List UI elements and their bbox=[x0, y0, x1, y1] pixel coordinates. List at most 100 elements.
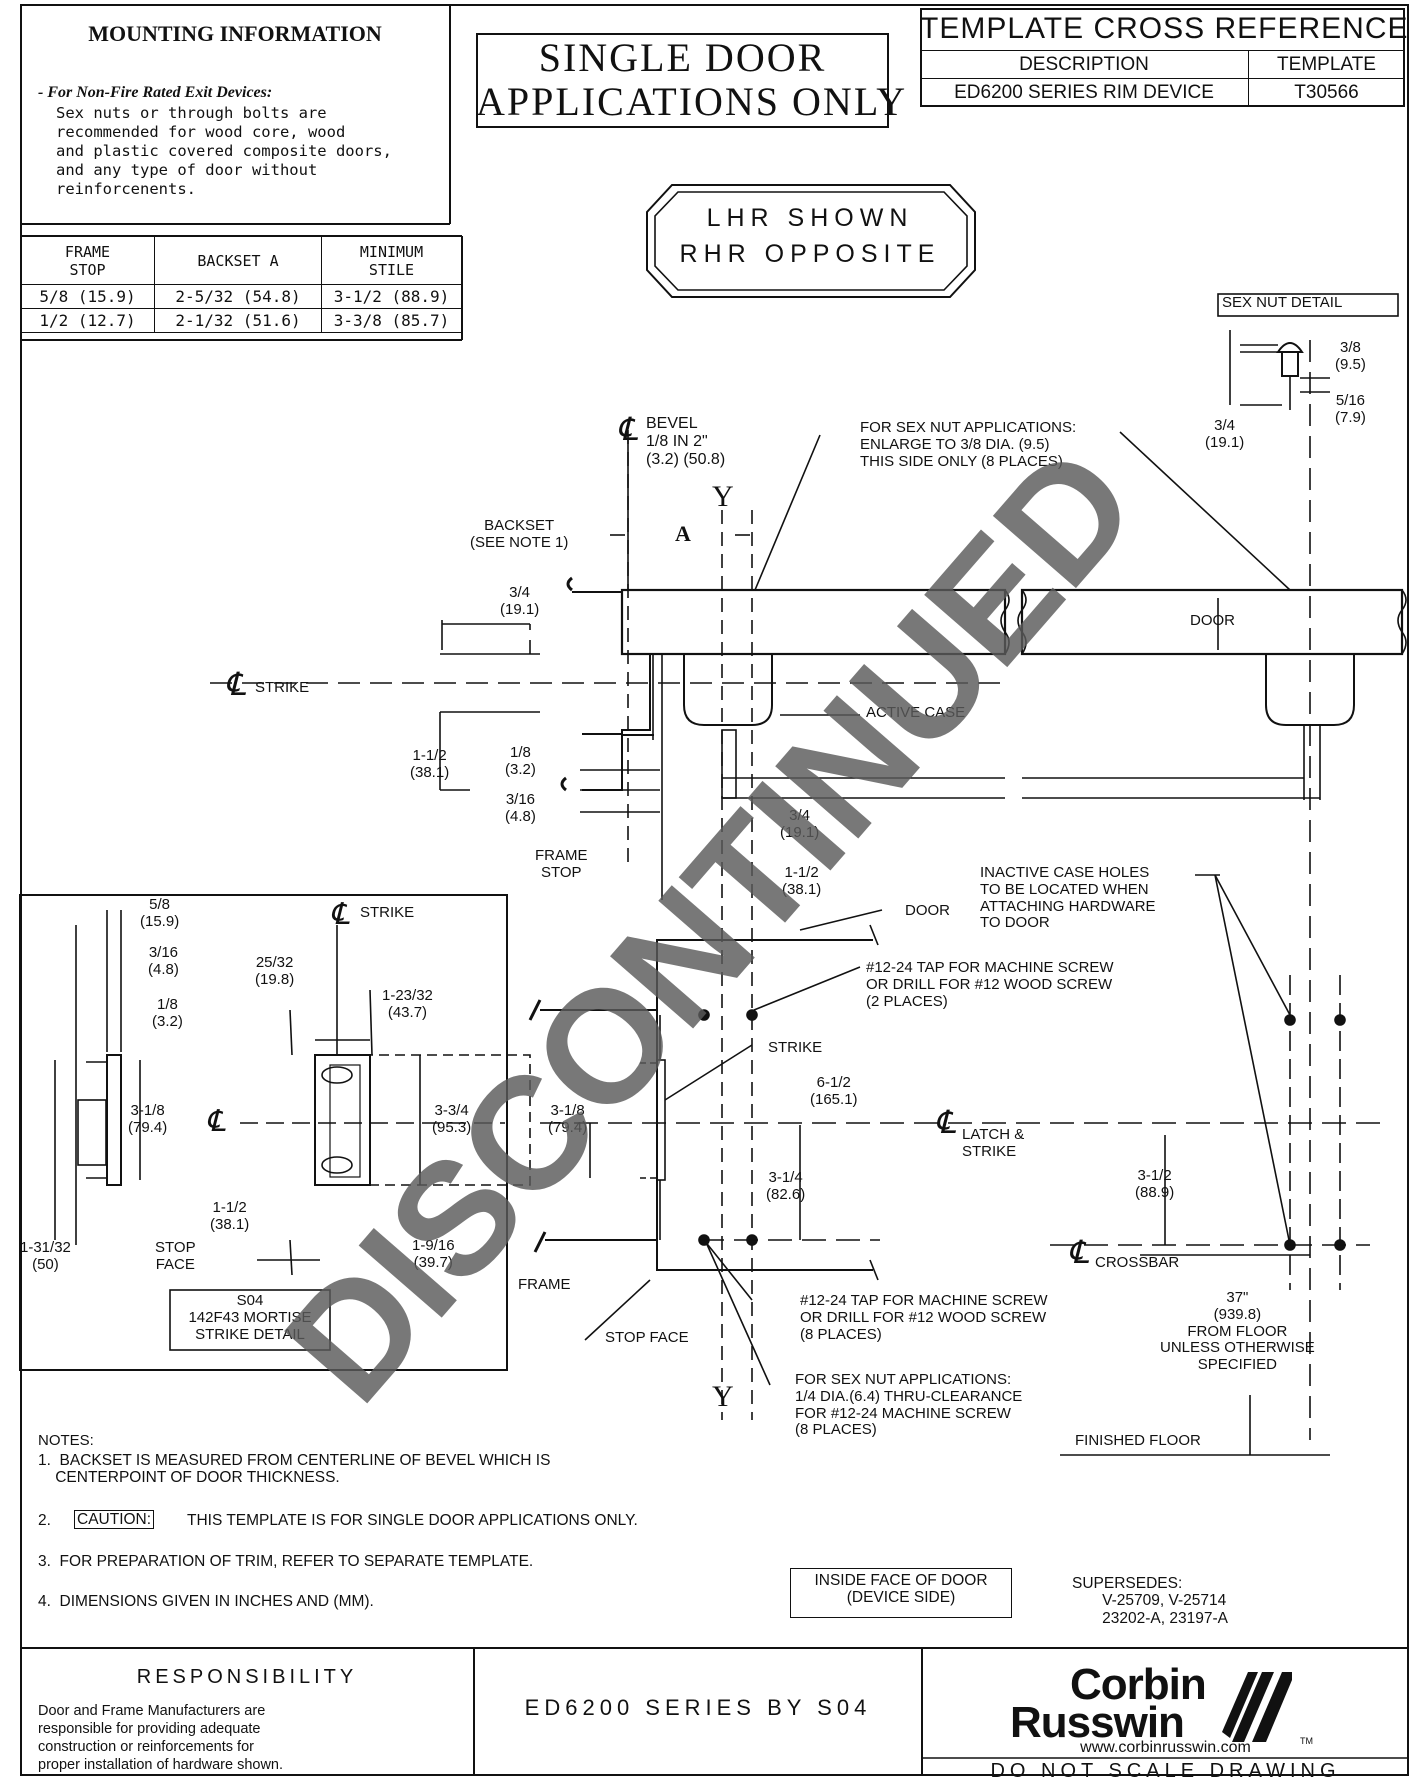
dim-312: 3-1/2 (88.9) bbox=[1135, 1167, 1175, 1201]
series-label: ED6200 SERIES BY S04 bbox=[524, 1695, 872, 1720]
sexnut-clearance-note: FOR SEX NUT APPLICATIONS: 1/4 DIA.(6.4) … bbox=[795, 1371, 1023, 1439]
centerline-bevel-icon: ℄ bbox=[617, 411, 638, 447]
frame-table-header: FRAME STOP bbox=[20, 236, 155, 285]
hand-line1: LHR SHOWN bbox=[706, 204, 914, 232]
dim-34-mid: 3/4 (19.1) bbox=[780, 807, 820, 841]
dim-18-top: 1/8 (3.2) bbox=[505, 744, 536, 778]
sd-dim-12332: 1-23/32 (43.7) bbox=[382, 987, 433, 1021]
backset-a-label: A bbox=[675, 521, 691, 546]
inactive-case-note: INACTIVE CASE HOLES TO BE LOCATED WHEN A… bbox=[980, 864, 1156, 932]
single-door-line1: SINGLE DOOR bbox=[538, 35, 827, 80]
dim-314: 3-1/4 (82.6) bbox=[766, 1169, 806, 1203]
cross-ref-header-template: TEMPLATE bbox=[1277, 54, 1376, 75]
dim-112-mid: 1-1/2 (38.1) bbox=[782, 864, 822, 898]
inside-face-label: INSIDE FACE OF DOOR (DEVICE SIDE) bbox=[814, 1572, 988, 1607]
dim-612: 6-1/2 (165.1) bbox=[810, 1074, 858, 1108]
backset-label: BACKSET (SEE NOTE 1) bbox=[470, 517, 569, 551]
sd-dim-18: 1/8 (3.2) bbox=[152, 996, 183, 1030]
sd-stop-face: STOP FACE bbox=[155, 1239, 196, 1273]
crossbar-label: CROSSBAR bbox=[1095, 1254, 1180, 1271]
inside-face-box bbox=[790, 1568, 1012, 1618]
note-3: 3. FOR PREPARATION OF TRIM, REFER TO SEP… bbox=[38, 1553, 534, 1570]
responsibility-body: Door and Frame Manufacturers are respons… bbox=[38, 1703, 284, 1773]
sd-dim-13132: 1-31/32 (50) bbox=[20, 1239, 71, 1273]
single-door-box bbox=[476, 33, 889, 128]
mounting-body-line: and plastic covered composite doors, bbox=[56, 142, 392, 160]
frame-table-cell: 2-1/32 (51.6) bbox=[154, 308, 322, 333]
y-label-bottom: Y bbox=[712, 1380, 734, 1413]
active-case-label: ACTIVE CASE bbox=[866, 704, 966, 721]
cross-ref-header-desc: DESCRIPTION bbox=[1019, 54, 1149, 75]
frame-table-header: MINIMUM STILE bbox=[321, 236, 462, 285]
cross-ref-desc: ED6200 SERIES RIM DEVICE bbox=[954, 82, 1214, 103]
mounting-lead: - For Non-Fire Rated Exit Devices: bbox=[38, 84, 273, 101]
sd-strike-label: STRIKE bbox=[360, 904, 415, 921]
divider bbox=[920, 50, 1405, 51]
mounting-body-line: reinforcenents. bbox=[56, 180, 196, 198]
frame-table-cell: 2-5/32 (54.8) bbox=[154, 284, 322, 309]
divider bbox=[920, 78, 1405, 79]
sex-nut-dim-516: 5/16 (7.9) bbox=[1335, 392, 1366, 426]
sex-nut-detail-title: SEX NUT DETAIL bbox=[1222, 294, 1343, 311]
centerline-crossbar-icon: ℄ bbox=[1068, 1234, 1089, 1270]
sd-dim-334: 3-3/4 (95.3) bbox=[432, 1102, 472, 1136]
sd-centerline-strike-icon: ℄ bbox=[330, 898, 350, 931]
dim-34-top: 3/4 (19.1) bbox=[500, 584, 540, 618]
responsibility-title: RESPONSIBILITY bbox=[136, 1666, 358, 1688]
frame-stop-label: FRAME STOP bbox=[535, 847, 588, 881]
sd-dim-1916: 1-9/16 (39.7) bbox=[412, 1237, 455, 1271]
logo-tm: TM bbox=[1300, 1736, 1313, 1746]
finished-floor-label: FINISHED FLOOR bbox=[1075, 1432, 1201, 1449]
stop-face-label: STOP FACE bbox=[605, 1329, 689, 1346]
note-2-caution: CAUTION: bbox=[74, 1510, 155, 1530]
sd-dim-58: 5/8 (15.9) bbox=[140, 896, 180, 930]
door-label: DOOR bbox=[1190, 612, 1235, 629]
mounting-body-line: Sex nuts or through bolts are bbox=[56, 104, 327, 122]
sexnut-note: FOR SEX NUT APPLICATIONS: ENLARGE TO 3/8… bbox=[860, 419, 1077, 470]
frame-table-cell: 3-1/2 (88.9) bbox=[321, 284, 462, 309]
centerline-strike-icon: ℄ bbox=[225, 666, 246, 702]
single-door-line2: APPLICATIONS ONLY bbox=[476, 79, 908, 124]
sd-dim-2532: 25/32 (19.8) bbox=[255, 954, 295, 988]
note-4: 4. DIMENSIONS GIVEN IN INCHES AND (MM). bbox=[38, 1593, 374, 1610]
tap-2-places-note: #12-24 TAP FOR MACHINE SCREW OR DRILL FO… bbox=[866, 959, 1114, 1010]
note-1: 1. BACKSET IS MEASURED FROM CENTERLINE O… bbox=[38, 1452, 551, 1487]
sd-caption: S04 142F43 MORTISE STRIKE DETAIL bbox=[188, 1292, 312, 1343]
logo-russwin: Russwin bbox=[1010, 1698, 1185, 1747]
do-not-scale: DO NOT SCALE DRAWING bbox=[990, 1760, 1341, 1782]
sd-dim-316: 3/16 (4.8) bbox=[148, 944, 179, 978]
corbin-russwin-logo: Corbin Russwin TM bbox=[1010, 1660, 1313, 1754]
bevel-label: BEVEL 1/8 IN 2" (3.2) (50.8) bbox=[646, 415, 726, 468]
sd-dim-318: 3-1/8 (79.4) bbox=[128, 1102, 168, 1136]
dim-316-top: 3/16 (4.8) bbox=[505, 791, 536, 825]
cross-ref-box bbox=[920, 8, 1405, 107]
mounting-body-line: and any type of door without bbox=[56, 161, 318, 179]
logo-corbin: Corbin bbox=[1070, 1660, 1207, 1709]
frame-stop-table: FRAME STOP BACKSET A MINIMUM STILE 5/8 (… bbox=[20, 236, 462, 333]
mounting-body: Sex nuts or through bolts are recommende… bbox=[56, 104, 392, 199]
cross-ref-title: TEMPLATE CROSS REFERENCE bbox=[920, 12, 1409, 45]
hand-line2: RHR OPPOSITE bbox=[679, 240, 941, 268]
sex-nut-dim-38: 3/8 (9.5) bbox=[1335, 339, 1366, 373]
strike-centerline-label: STRIKE bbox=[255, 679, 310, 696]
strike-label: STRIKE bbox=[768, 1039, 823, 1056]
mounting-body-line: recommended for wood core, wood bbox=[56, 123, 346, 141]
sex-nut-dim-34: 3/4 (19.1) bbox=[1205, 417, 1245, 451]
mounting-title: MOUNTING INFORMATION bbox=[88, 21, 382, 46]
dim-318-elevation: 3-1/8 (79.4) bbox=[548, 1102, 588, 1136]
tap-8-places-note: #12-24 TAP FOR MACHINE SCREW OR DRILL FO… bbox=[800, 1292, 1048, 1343]
sd-centerline-icon: ℄ bbox=[206, 1105, 226, 1138]
logo-url: www.corbinrusswin.com bbox=[1080, 1739, 1251, 1756]
cross-ref-template: T30566 bbox=[1294, 82, 1359, 103]
divider bbox=[1248, 50, 1249, 107]
note-2-text: THIS TEMPLATE IS FOR SINGLE DOOR APPLICA… bbox=[187, 1512, 638, 1529]
latch-strike-label: LATCH & STRIKE bbox=[962, 1126, 1025, 1160]
dim-112-top: 1-1/2 (38.1) bbox=[410, 747, 450, 781]
notes-title: NOTES: bbox=[38, 1432, 94, 1449]
frame-table-cell: 1/2 (12.7) bbox=[20, 308, 155, 333]
frame-label: FRAME bbox=[518, 1276, 571, 1293]
centerline-latch-icon: ℄ bbox=[935, 1104, 956, 1140]
logo-stripes-icon bbox=[1222, 1672, 1292, 1742]
supersedes: SUPERSEDES: V-25709, V-25714 23202-A, 23… bbox=[1072, 1575, 1228, 1627]
